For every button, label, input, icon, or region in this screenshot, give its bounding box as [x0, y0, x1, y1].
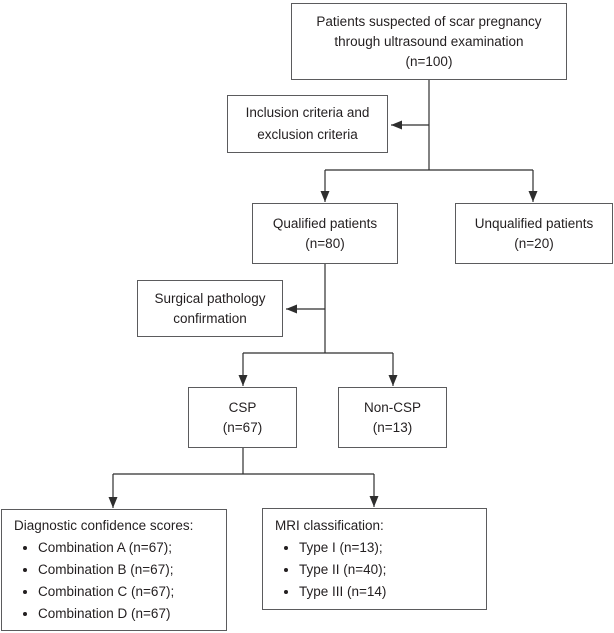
node-unqualified-patients: Unqualified patients (n=20) [455, 203, 613, 264]
node-surgical-pathology: Surgical pathology confirmation [137, 280, 283, 337]
node-csp-label: CSP [228, 399, 257, 415]
list-item-combination-b: Combination B (n=67); [38, 559, 174, 581]
list-item-combination-d: Combination D (n=67) [38, 603, 174, 625]
node-suspected-line1: Patients suspected of scar pregnancy [316, 13, 542, 29]
mri-classification-list: Type I (n=13); Type II (n=40); Type III … [275, 537, 386, 603]
node-suspected-count: (n=100) [405, 53, 453, 69]
node-csp-count: (n=67) [222, 419, 263, 435]
node-non-csp-count: (n=13) [372, 419, 413, 435]
node-criteria: Inclusion criteria and exclusion criteri… [227, 95, 388, 153]
list-item-combination-a: Combination A (n=67); [38, 537, 174, 559]
diagnostic-scores-list: Combination A (n=67); Combination B (n=6… [14, 537, 174, 625]
node-csp: CSP (n=67) [188, 387, 297, 448]
node-qualified-patients: Qualified patients (n=80) [252, 203, 398, 264]
mri-classification-title: MRI classification: [275, 518, 384, 533]
list-item-type-3: Type III (n=14) [299, 581, 386, 603]
node-qualified-count: (n=80) [305, 235, 345, 251]
node-non-csp-label: Non-CSP [363, 399, 422, 415]
list-item-type-2: Type II (n=40); [299, 559, 386, 581]
node-qualified-label: Qualified patients [272, 215, 378, 231]
node-unqualified-count: (n=20) [514, 235, 554, 251]
node-suspected-patients: Patients suspected of scar pregnancy thr… [291, 3, 567, 80]
node-criteria-line1: Inclusion criteria and [245, 105, 370, 120]
list-item-type-1: Type I (n=13); [299, 537, 386, 559]
node-unqualified-label: Unqualified patients [474, 215, 594, 231]
node-surgical-line1: Surgical pathology [154, 290, 266, 306]
node-non-csp: Non-CSP (n=13) [338, 387, 447, 448]
diagnostic-scores-title: Diagnostic confidence scores: [14, 518, 194, 533]
node-surgical-line2: confirmation [173, 310, 247, 326]
node-criteria-line2: exclusion criteria [257, 127, 358, 142]
list-item-combination-c: Combination C (n=67); [38, 581, 174, 603]
node-suspected-line2: through ultrasound examination [334, 33, 524, 49]
node-diagnostic-scores: Diagnostic confidence scores: Combinatio… [1, 509, 227, 631]
node-mri-classification: MRI classification: Type I (n=13); Type … [262, 508, 487, 610]
